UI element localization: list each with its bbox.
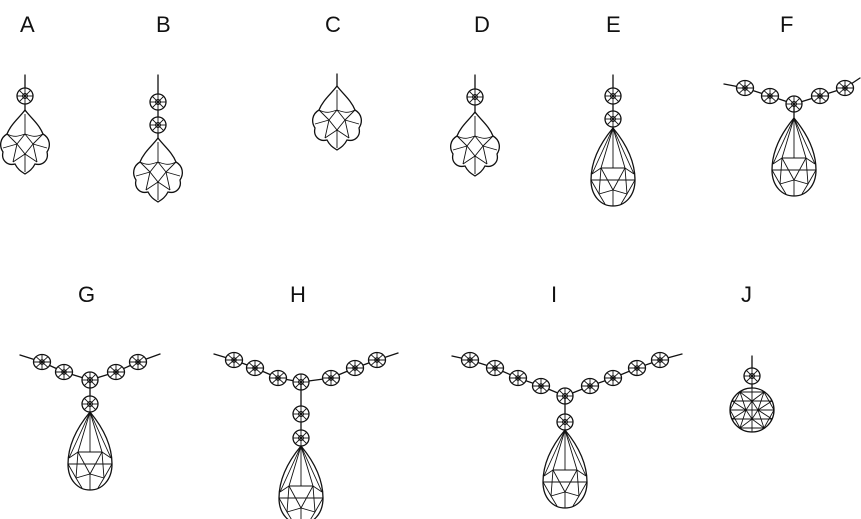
label-i: I [551, 282, 557, 307]
label-c: C [325, 12, 341, 37]
label-e: E [606, 12, 621, 37]
label-h: H [290, 282, 306, 307]
pendant-j [729, 355, 775, 433]
pendant-h [213, 351, 399, 519]
label-j: J [741, 282, 752, 307]
label-a: A [20, 12, 35, 37]
label-d: D [474, 12, 490, 37]
pendant-b [133, 74, 183, 203]
pendant-i [451, 351, 683, 509]
pendant-d [450, 74, 500, 177]
pendant-e [590, 74, 636, 207]
pendant-c [312, 73, 362, 151]
label-b: B [156, 12, 171, 37]
pendant-f [723, 77, 861, 197]
label-f: F [780, 12, 793, 37]
pendant-g [19, 353, 161, 491]
label-g: G [78, 282, 95, 307]
pendant-a [0, 74, 50, 175]
